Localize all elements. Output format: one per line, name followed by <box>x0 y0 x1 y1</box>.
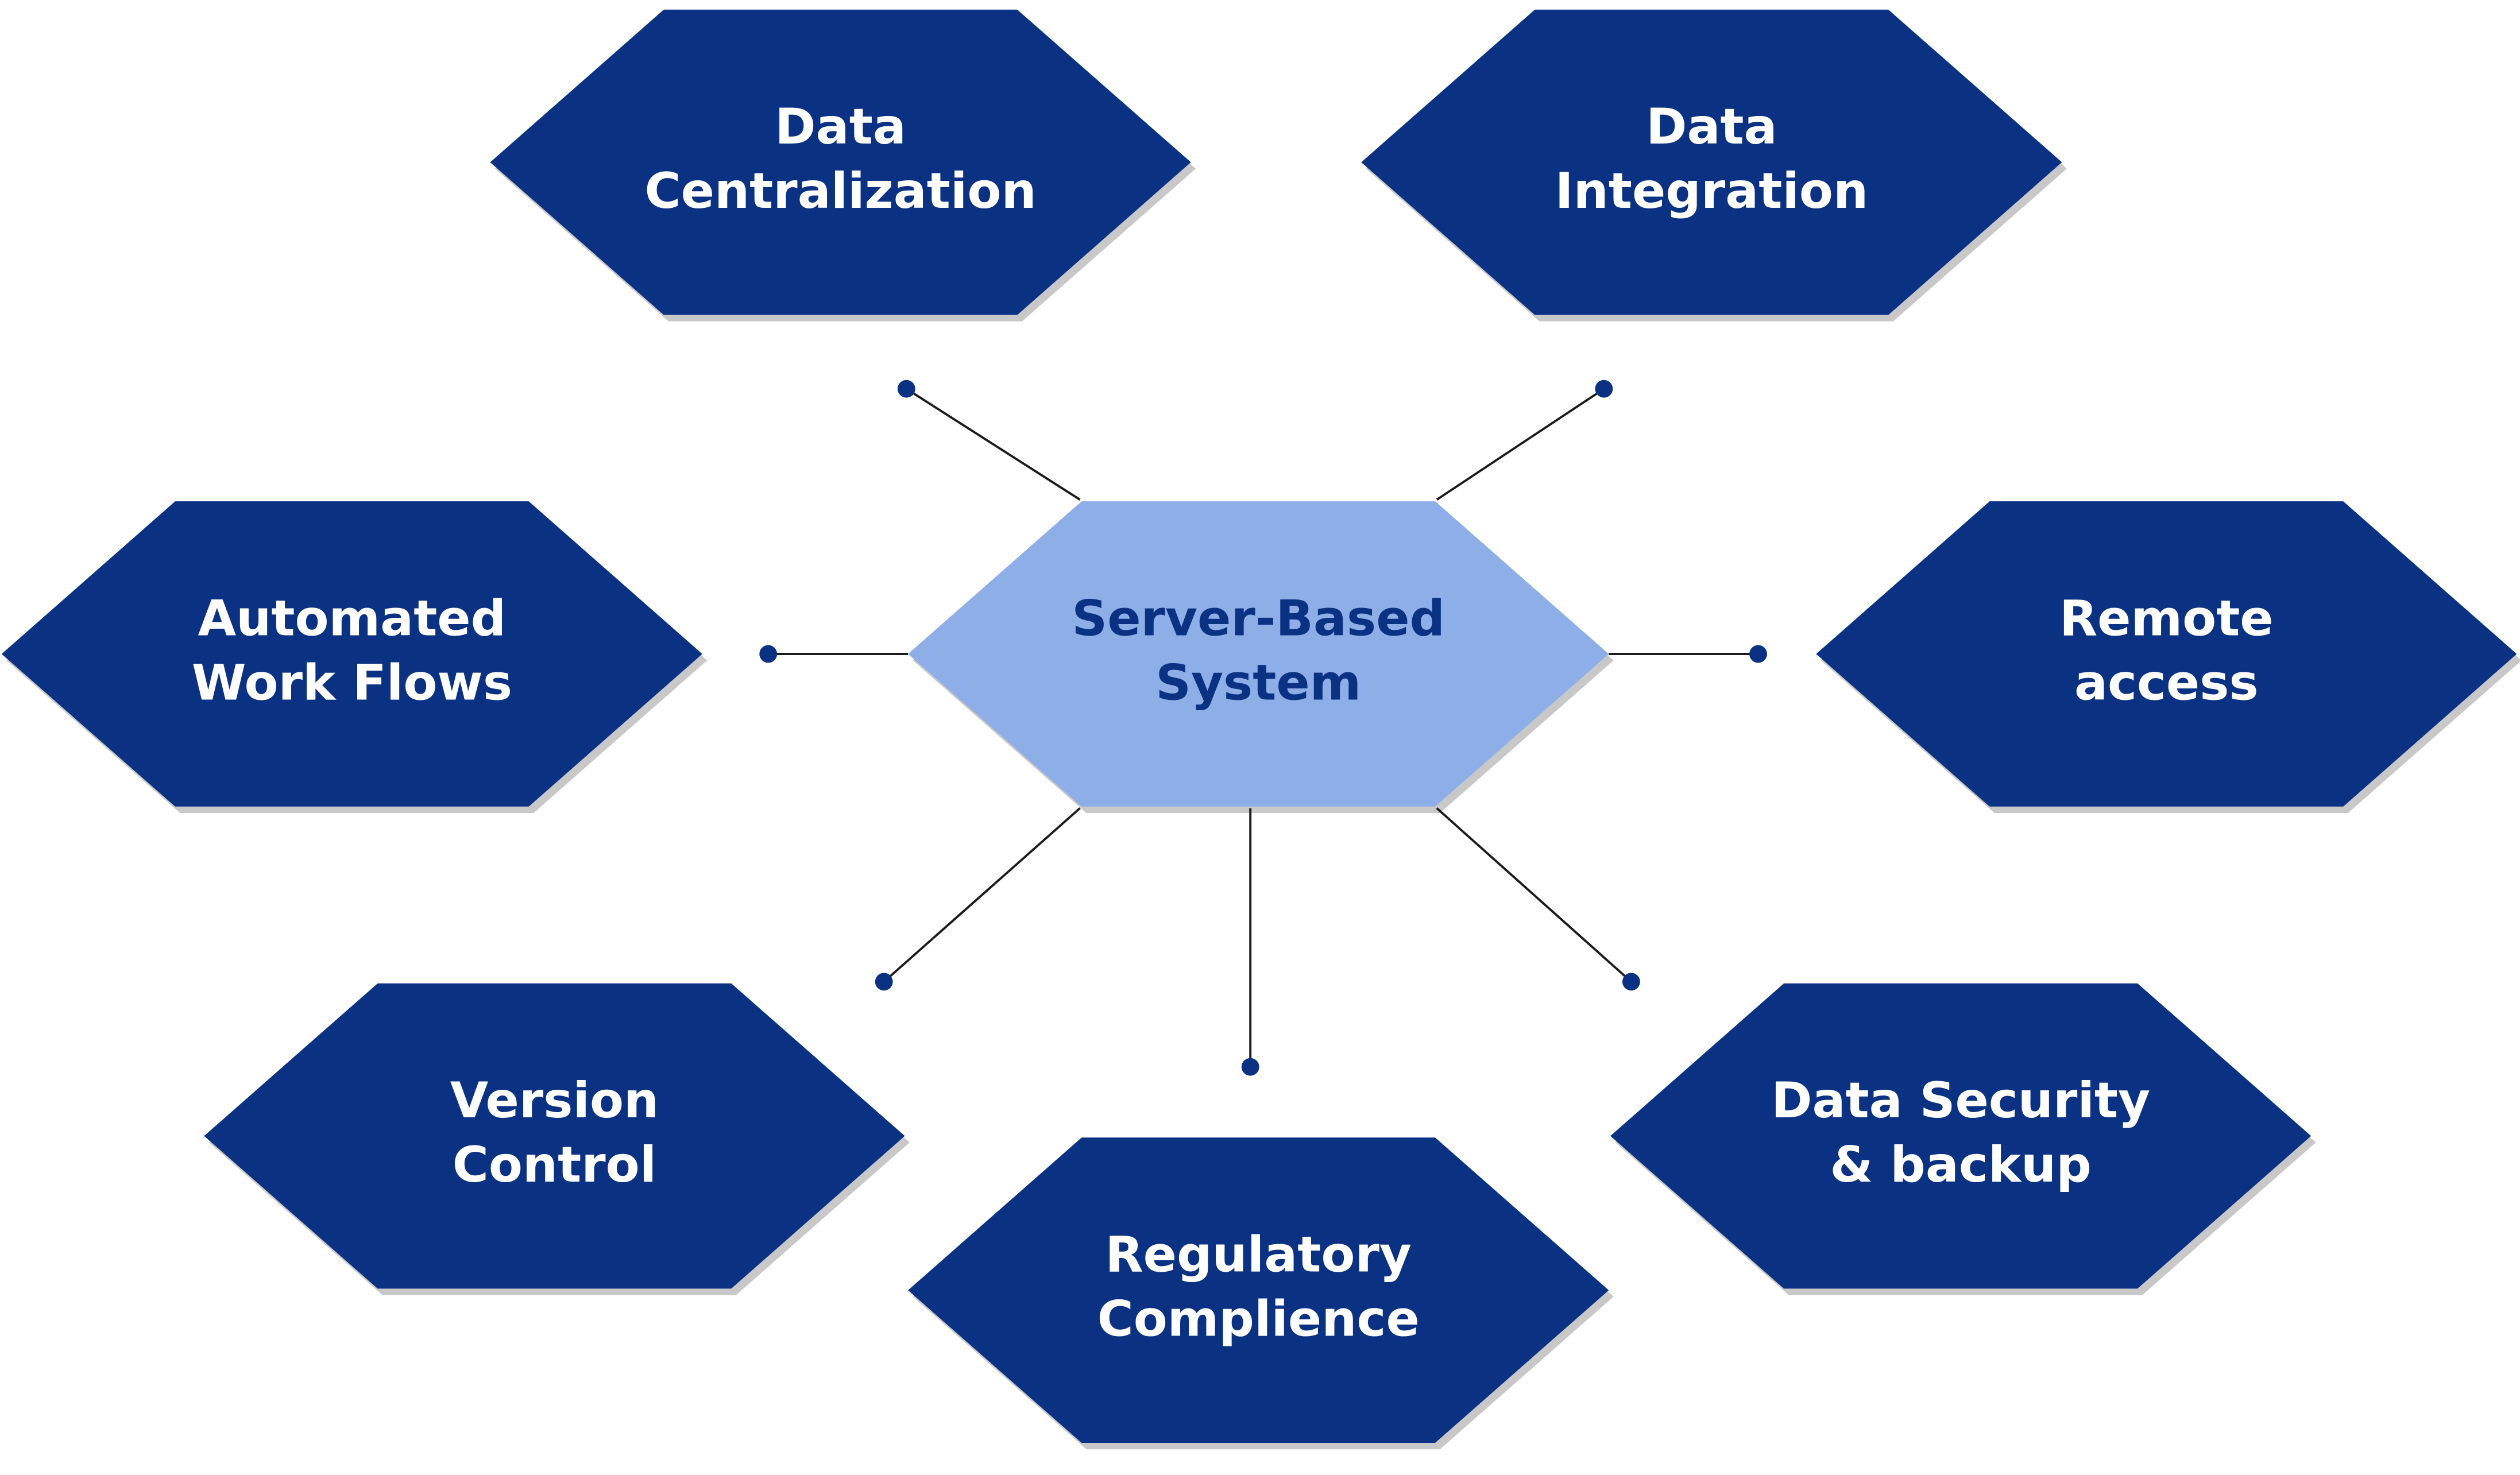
data-security-backup-node: Data Security & backup <box>1610 983 2312 1289</box>
connector-line-5 <box>883 807 1081 983</box>
center-label-line-2: System <box>1155 654 1361 711</box>
remote-access-hexagon <box>1816 501 2517 807</box>
regulatory-compliance-label-line-2: Complience <box>1097 1291 1420 1348</box>
connector-dot-3 <box>759 645 778 663</box>
remote-access-node: Remote access <box>1816 501 2517 807</box>
automated-work-flows-hexagon <box>1 501 702 807</box>
data-integration-hexagon <box>1361 9 2062 315</box>
data-integration-label-line-2: Integration <box>1555 162 1869 220</box>
connector-dot-1 <box>897 380 915 398</box>
regulatory-compliance-hexagon <box>908 1137 1609 1443</box>
connector-dot-4 <box>1749 645 1767 663</box>
remote-access-label-line-1: Remote <box>2059 590 2274 647</box>
version-control-label-line-1: Version <box>450 1072 659 1129</box>
connector-dot-5 <box>875 973 893 991</box>
data-security-backup-label-line-1: Data Security <box>1771 1072 2150 1129</box>
data-security-backup-hexagon <box>1610 983 2312 1289</box>
connector-dot-6 <box>1241 1058 1259 1076</box>
connector-line-7 <box>1436 807 1632 983</box>
connector-line-1 <box>906 388 1081 501</box>
data-centralization-label-line-1: Data <box>775 98 906 156</box>
connector-line-2 <box>1436 388 1605 501</box>
version-control-hexagon <box>204 983 905 1289</box>
automated-work-flows-label-line-2: Work Flows <box>192 654 512 711</box>
center-hexagon <box>908 501 1609 807</box>
data-integration-label-line-1: Data <box>1646 98 1777 156</box>
remote-access-label-line-2: access <box>2074 654 2259 711</box>
version-control-label-line-2: Control <box>453 1136 657 1194</box>
data-security-backup-label-line-2: & backup <box>1830 1136 2092 1194</box>
center-label-line-1: Server-Based <box>1072 590 1445 647</box>
data-centralization-label-line-2: Centralization <box>645 162 1037 220</box>
connector-layer <box>759 380 1767 1076</box>
hex-layer: DataCentralizationDataIntegrationAutomat… <box>1 9 2517 1443</box>
connector-dot-2 <box>1595 380 1613 398</box>
data-centralization-hexagon <box>490 9 1191 315</box>
regulatory-compliance-label-line-1: Regulatory <box>1105 1226 1412 1284</box>
connector-dot-7 <box>1622 973 1640 991</box>
automated-work-flows-label-line-1: Automated <box>198 590 507 647</box>
